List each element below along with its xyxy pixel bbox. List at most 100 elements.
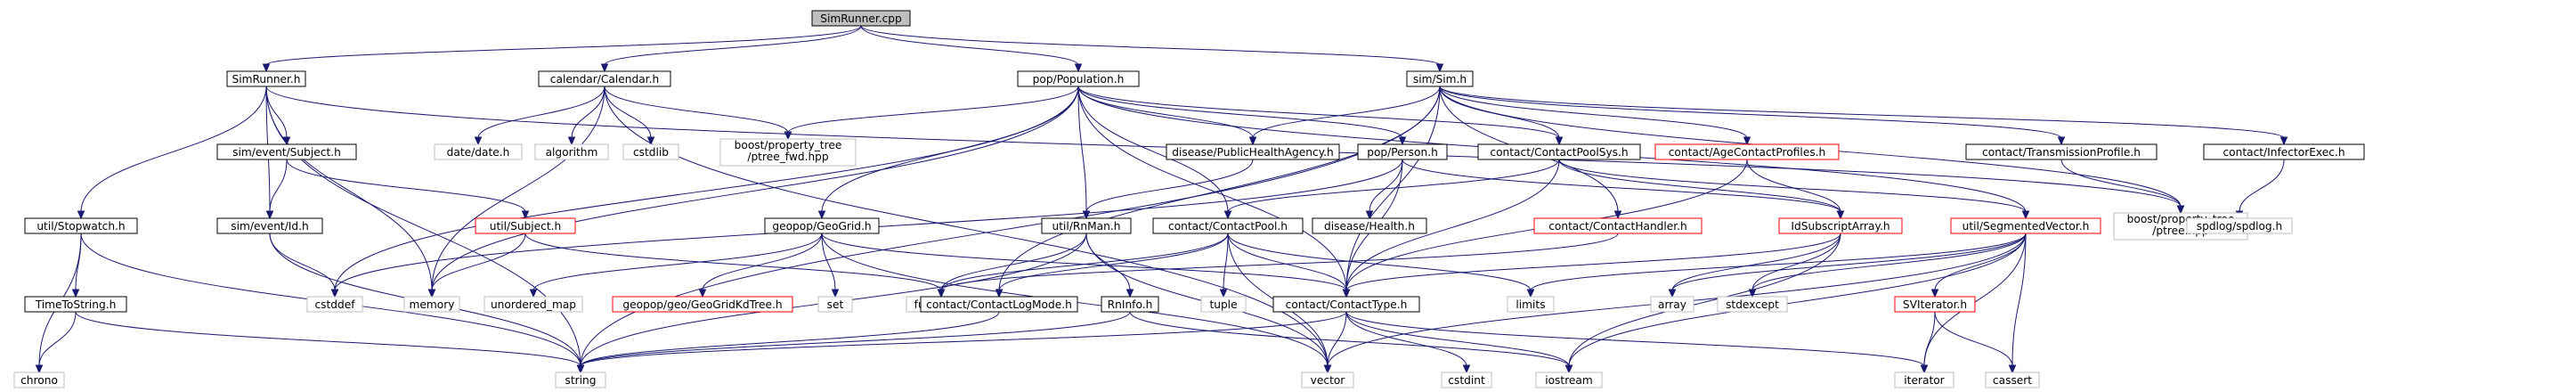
node-contacthandler_h[interactable]: contact/ContactHandler.h [1533, 217, 1702, 234]
node-sviterator_h[interactable]: SVIterator.h [1894, 296, 1976, 313]
node-simrunner_h[interactable]: SimRunner.h [226, 70, 306, 87]
edge-simrunner_h-to-string [265, 86, 581, 367]
arrowhead-geogrid_h-to-geogridkdtree_h [698, 289, 707, 298]
node-rnman_h[interactable]: util/RnMan.h [1041, 217, 1132, 234]
node-stdexcept: stdexcept [1717, 296, 1788, 313]
node-contacttype_h[interactable]: contact/ContactType.h [1272, 296, 1420, 313]
node-box [2203, 143, 2365, 160]
arrowhead-simrunner_cpp-to-sim_h [1435, 63, 1444, 73]
node-box [1312, 217, 1427, 234]
edge-contacttype_h-to-vector [1327, 311, 1347, 367]
node-box [1101, 296, 1159, 313]
node-timetostring_h[interactable]: TimeToString.h [24, 296, 127, 313]
node-box [1357, 143, 1448, 160]
node-box [1441, 372, 1492, 388]
node-segmented_h[interactable]: util/SegmentedVector.h [1950, 217, 2101, 234]
node-label: geopop/geo/GeoGridKdTree.h [622, 298, 782, 311]
edge-calendar_h-to-cstdlib [604, 86, 652, 139]
node-label: chrono [20, 374, 58, 387]
node-label: pop/Person.h [1367, 146, 1438, 159]
node-box [1950, 217, 2101, 234]
node-label: spdlog/spdlog.h [2197, 220, 2283, 233]
node-label: geopop/GeoGrid.h [772, 220, 871, 233]
node-sim_h[interactable]: sim/Sim.h [1406, 70, 1474, 87]
node-label: sim/event/Subject.h [232, 146, 341, 159]
node-label: string [565, 374, 597, 387]
node-calendar_h[interactable]: calendar/Calendar.h [538, 70, 671, 87]
node-agecontact_h[interactable]: contact/AgeContactProfiles.h [1654, 143, 1840, 160]
node-box [484, 296, 583, 313]
edge-contactpool_h-to-tuple [1223, 233, 1229, 291]
node-contactpool_h[interactable]: contact/ContactPool.h [1152, 217, 1304, 234]
node-cstdlib: cstdlib [622, 143, 679, 160]
arrowhead-subject_h-to-util_subject_h [521, 210, 530, 220]
arrowhead-geogrid_h-to-unordered_map [529, 289, 538, 298]
node-box [1272, 296, 1420, 313]
node-box [1200, 296, 1247, 313]
edge-population_h-to-contacttype_h [1077, 86, 1347, 291]
node-health_h[interactable]: disease/Health.h [1312, 217, 1427, 234]
arrowhead-sim_h-to-transmission_h [2057, 136, 2066, 146]
node-box [1650, 296, 1694, 313]
edge-segmented_h-to-iostream [1568, 233, 2027, 367]
node-util_subject_h[interactable]: util/Subject.h [475, 217, 576, 234]
edge-segmented_h-to-cassert [2011, 233, 2027, 367]
node-box [1017, 70, 1140, 87]
edge-sim_h-to-transmission_h [1439, 86, 2062, 139]
arrowhead-segmented_h-to-stdexcept [1748, 289, 1757, 298]
edge-calendar_h-to-memory [431, 86, 605, 291]
edge-geogrid_h-to-geogridkdtree_h [702, 233, 823, 291]
node-stopwatch_h[interactable]: util/Stopwatch.h [24, 217, 138, 234]
node-box [434, 143, 523, 160]
node-box [1533, 217, 1702, 234]
node-idsubscript_h[interactable]: IdSubscriptArray.h [1778, 217, 1903, 234]
node-simrunner_cpp[interactable]: SimRunner.cpp [811, 10, 911, 27]
edge-util_subject_h-to-memory [431, 233, 526, 291]
node-contactpoolsys_h[interactable]: contact/ContactPoolSys.h [1477, 143, 1641, 160]
node-box [1985, 372, 2040, 388]
node-box [612, 296, 793, 313]
edge-publichealth_h-to-rnman_h [1085, 159, 1254, 213]
node-population_h[interactable]: pop/Population.h [1017, 70, 1140, 87]
node-label: calendar/Calendar.h [550, 73, 659, 86]
node-rninfo_h[interactable]: RnInfo.h [1101, 296, 1159, 313]
node-subject_h[interactable]: sim/event/Subject.h [216, 143, 357, 160]
node-infectorexec_h[interactable]: contact/InfectorExec.h [2203, 143, 2365, 160]
node-geogrid_h[interactable]: geopop/GeoGrid.h [764, 217, 880, 234]
edge-subject_h-to-util_subject_h [286, 159, 526, 213]
edge-segmented_h-to-limits [1530, 233, 2027, 291]
edge-sviterator_h-to-cassert [1934, 311, 2013, 367]
node-label: util/RnMan.h [1052, 220, 1121, 233]
edge-util_subject_h-to-functional [524, 233, 942, 291]
node-person_h[interactable]: pop/Person.h [1357, 143, 1448, 160]
arrowhead-calendar_h-to-cstdlib [646, 136, 655, 146]
arrowhead-contactpool_h-to-contactlogmode_h [995, 289, 1004, 298]
edge-segmented_h-to-stdexcept [1751, 233, 2027, 291]
node-label: contact/ContactPool.h [1168, 220, 1288, 233]
node-box [1654, 143, 1840, 160]
edge-sim_h-to-contacttype_h [1345, 86, 1441, 291]
arrowhead-sviterator_h-to-cassert [2008, 364, 2017, 374]
edge-contactpoolsys_h-to-idsubscript_h [1558, 159, 1841, 213]
node-cstdint: cstdint [1441, 372, 1492, 388]
edge-sim_h-to-publichealth_h [1252, 86, 1441, 139]
node-transmission_h[interactable]: contact/TransmissionProfile.h [1965, 143, 2158, 160]
node-box [534, 143, 609, 160]
node-set: set [817, 296, 853, 313]
node-label: array [1658, 298, 1686, 311]
arrowhead-calendar_h-to-algorithm [567, 136, 576, 146]
node-geogridkdtree_h[interactable]: geopop/geo/GeoGridKdTree.h [612, 296, 793, 313]
node-label: contact/ContactType.h [1286, 298, 1408, 311]
node-box [1301, 372, 1354, 388]
arrowhead-agecontact_h-to-idsubscript_h [1836, 210, 1845, 220]
node-label: SimRunner.cpp [820, 12, 902, 25]
node-box [1894, 372, 1954, 388]
node-publichealth_h[interactable]: disease/PublicHealthAgency.h [1166, 143, 1340, 160]
node-box [306, 296, 363, 313]
node-contactlogmode_h[interactable]: contact/ContactLogMode.h [920, 296, 1078, 313]
node-label: util/SegmentedVector.h [1962, 220, 2090, 233]
node-iostream: iostream [1535, 372, 1603, 388]
node-id_h[interactable]: sim/event/Id.h [216, 217, 323, 234]
